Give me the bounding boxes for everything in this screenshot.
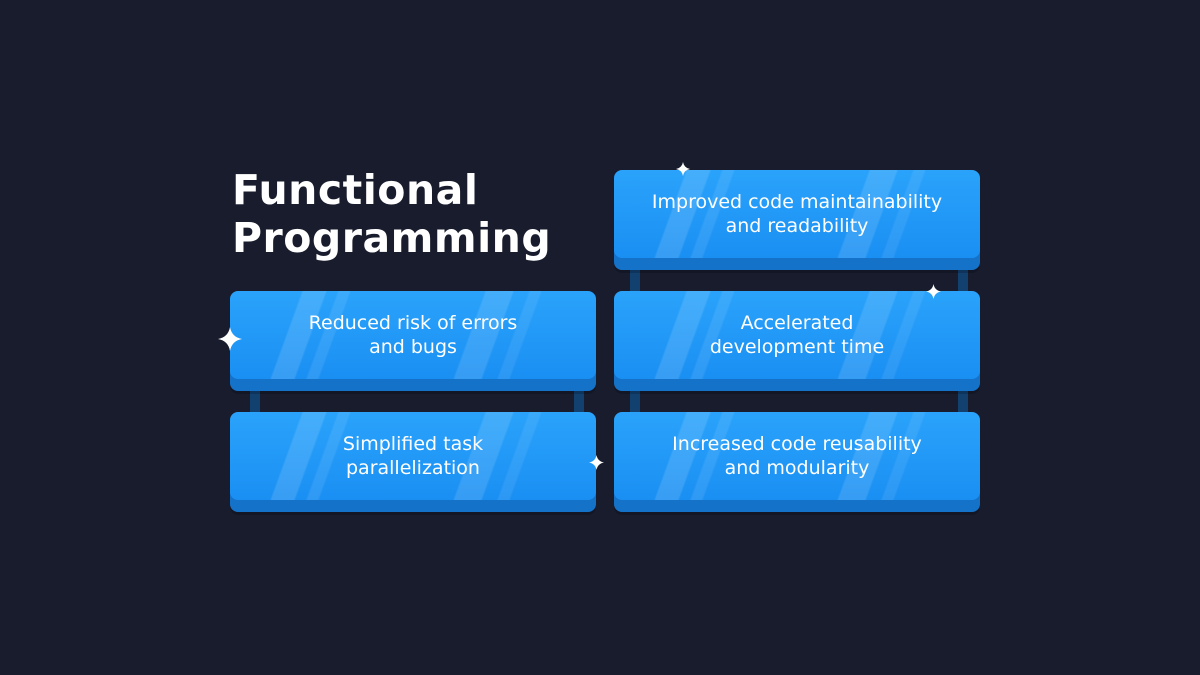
card-reusability: Increased code reusability and modularit… <box>614 412 980 512</box>
page-title: Functional Programming <box>232 166 592 262</box>
connector-right-mid-left <box>630 383 640 419</box>
card-text: Increased code reusability and modularit… <box>672 433 922 479</box>
connector-left-mid-left <box>250 383 260 419</box>
connector-right-mid-right <box>958 383 968 419</box>
title-line-2: Programming <box>232 214 552 262</box>
card-text: Improved code maintainability and readab… <box>651 191 943 237</box>
title-line-1: Functional <box>232 166 479 214</box>
card-face: Increased code reusability and modularit… <box>614 412 980 500</box>
card-text: Simplified task parallelization <box>342 433 484 479</box>
sparkle-icon <box>218 327 242 351</box>
card-face: Improved code maintainability and readab… <box>614 170 980 258</box>
sparkle-icon <box>589 455 604 470</box>
card-text: Accelerated development time <box>709 312 885 358</box>
card-maintainability: Improved code maintainability and readab… <box>614 170 980 270</box>
connector-left-mid-right <box>574 383 584 419</box>
card-face: Simplified task parallelization <box>230 412 596 500</box>
card-text: Reduced risk of errors and bugs <box>308 312 518 358</box>
sparkle-icon <box>676 162 690 176</box>
card-accelerated-development: Accelerated development time <box>614 291 980 391</box>
card-reduced-risk: Reduced risk of errors and bugs <box>230 291 596 391</box>
card-face: Accelerated development time <box>614 291 980 379</box>
connector-right-top-left <box>630 262 640 298</box>
card-parallelization: Simplified task parallelization <box>230 412 596 512</box>
sparkle-icon <box>926 284 941 299</box>
card-face: Reduced risk of errors and bugs <box>230 291 596 379</box>
connector-right-top-right <box>958 262 968 298</box>
